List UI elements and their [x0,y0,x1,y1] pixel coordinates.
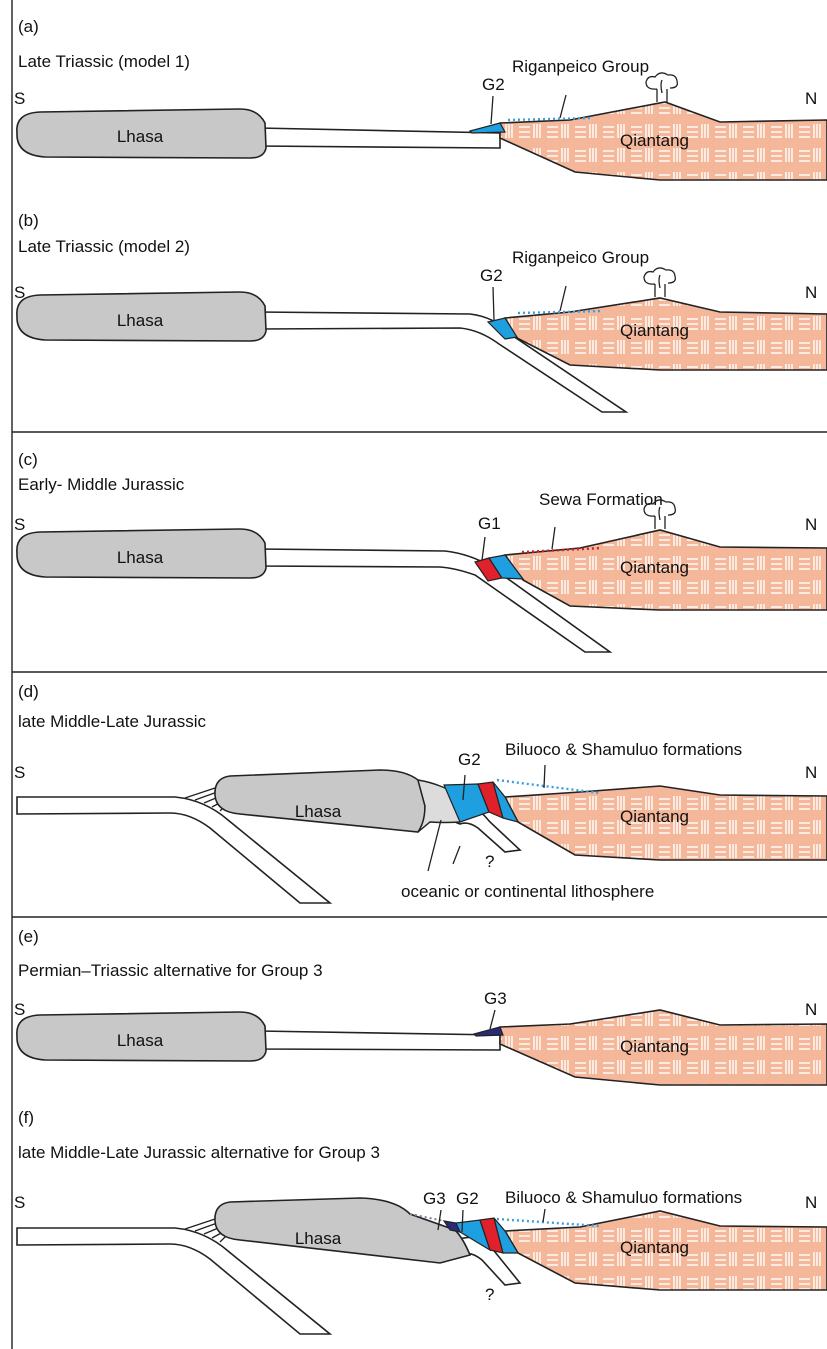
panel-d-lhasa-label: Lhasa [295,802,342,821]
panel-d-lithosphere-label: oceanic or continental lithosphere [401,882,654,901]
panel-d-question: ? [485,852,494,871]
panel-d-lhasa [215,770,425,832]
panel-f-formation: Biluoco & Shamuluo formations [505,1188,742,1207]
panel-d: (d) late Middle-Late Jurassic S N Lhasa … [14,682,827,903]
panel-d-formation: Biluoco & Shamuluo formations [505,740,742,759]
panel-c-title: Early- Middle Jurassic [18,475,185,494]
panel-b-group-leader [493,287,494,320]
panel-b-volcano-icon [644,268,675,297]
panel-e-south: S [14,1000,25,1019]
panel-d-south: S [14,763,25,782]
panel-d-title: late Middle-Late Jurassic [18,712,207,731]
panel-c-south: S [14,515,25,534]
panel-a-formation-leader [560,95,566,118]
panel-e-north: N [805,1000,817,1019]
panel-a-formation: Riganpeico Group [512,57,649,76]
panel-b-formation-leader [560,286,566,311]
panel-c-letter: (c) [18,450,38,469]
panel-e: (e) Permian–Triassic alternative for Gro… [14,927,827,1085]
panel-a-slab [258,128,500,148]
panel-c-north: N [805,515,817,534]
panel-c-formation-leader [552,527,555,549]
panel-f-group-label-g3: G3 [423,1189,446,1208]
panel-d-formation-leader [544,765,545,788]
panel-f-north: N [805,1193,817,1212]
panel-e-lhasa-label: Lhasa [117,1031,164,1050]
panel-f-title: late Middle-Late Jurassic alternative fo… [18,1143,380,1162]
panel-a-group-label: G2 [482,75,505,94]
panel-b-north: N [805,283,817,302]
panel-c-formation: Sewa Formation [539,490,663,509]
panel-f-letter: (f) [18,1108,34,1127]
panel-d-letter: (d) [18,682,39,701]
panel-e-letter: (e) [18,927,39,946]
panel-f-formation-leader [543,1209,545,1222]
panel-a-volcano-icon [646,73,677,102]
panel-b-letter: (b) [18,211,39,230]
panel-a-letter: (a) [18,17,39,36]
panel-f-question: ? [485,1285,494,1304]
panel-f-qiantang-label: Qiantang [620,1238,689,1257]
panel-e-g3-wedge [474,1027,503,1036]
panel-d-group-label: G2 [458,750,481,769]
panel-e-group-leader [490,1010,495,1029]
panel-d-north: N [805,763,817,782]
panel-b: (b) Late Triassic (model 2) S N Lhasa Qi… [14,211,827,412]
panel-a-g2-wedge [470,123,505,133]
panel-f: (f) late Middle-Late Jurassic alternativ… [14,1108,827,1334]
panel-e-group-label: G3 [484,989,507,1008]
panel-b-qiantang-label: Qiantang [620,321,689,340]
panel-e-qiantang-label: Qiantang [620,1037,689,1056]
panel-a-group-leader [491,96,493,124]
panel-f-south: S [14,1193,25,1212]
panel-b-lhasa-label: Lhasa [117,311,164,330]
panel-e-slab [258,1031,500,1050]
panel-d-qiantang-label: Qiantang [620,807,689,826]
panel-c-lhasa-label: Lhasa [117,548,164,567]
panel-a-north: N [805,89,817,108]
panel-d-lithosphere-leader-a [428,820,441,871]
panel-f-lhasa-label: Lhasa [295,1229,342,1248]
panel-a-lhasa-label: Lhasa [117,127,164,146]
panel-c-qiantang-label: Qiantang [620,558,689,577]
panel-c-group-label: G1 [478,514,501,533]
panel-a-title: Late Triassic (model 1) [18,52,190,71]
panel-c: (c) Early- Middle Jurassic S N Lhasa Qia… [14,450,827,652]
panel-f-group-label-g2: G2 [456,1189,479,1208]
panel-a: (a) Late Triassic (model 1) S N Lhasa Qi… [14,17,827,180]
panel-b-formation: Riganpeico Group [512,248,649,267]
panel-e-title: Permian–Triassic alternative for Group 3 [18,961,323,980]
panel-d-lithosphere-leader-b [453,846,460,864]
panel-a-south: S [14,89,25,108]
panel-b-title: Late Triassic (model 2) [18,237,190,256]
panel-a-qiantang-label: Qiantang [620,131,689,150]
panel-b-group-label: G2 [480,266,503,285]
panel-c-group-leader [482,537,485,560]
panel-f-dotted-formation [497,1219,600,1226]
